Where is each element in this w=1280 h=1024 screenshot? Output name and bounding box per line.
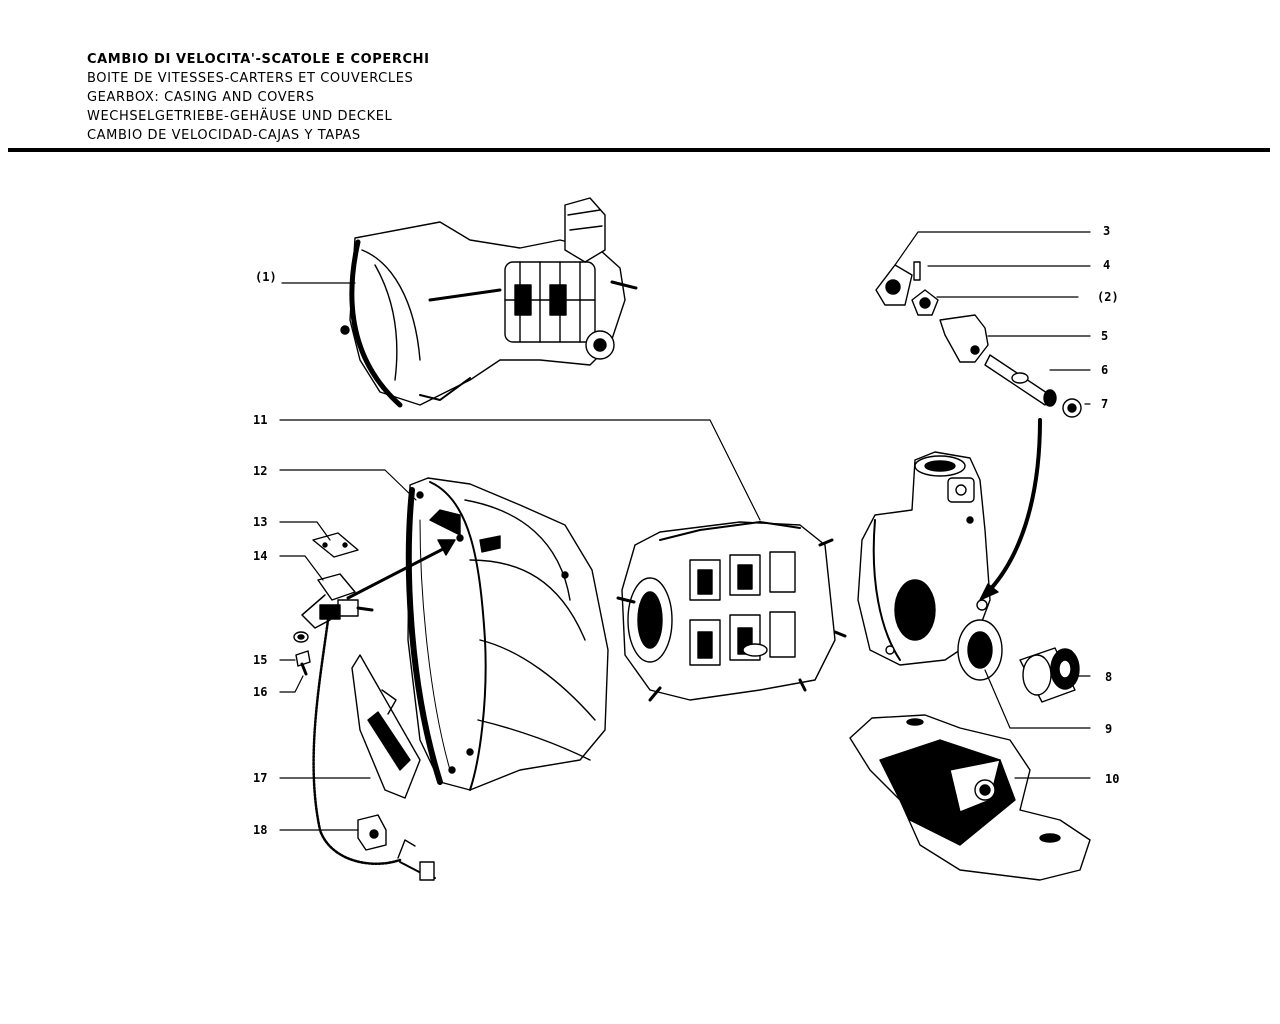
washer-and-bolt — [293, 631, 311, 676]
title-english: GEARBOX: CASING AND COVERS — [87, 90, 315, 105]
assembled-gearbox — [340, 197, 638, 408]
callout-3: 3 — [1103, 224, 1111, 238]
leader-lines — [279, 231, 1091, 831]
bracket-17 — [351, 654, 421, 799]
callout-1: (1) — [255, 270, 277, 284]
callout-10: 10 — [1105, 772, 1120, 786]
callout-8: 8 — [1105, 670, 1113, 684]
title-german: WECHSELGETRIEBE-GEHÄUSE UND DECKEL — [87, 109, 393, 124]
callout-5: 5 — [1101, 329, 1109, 343]
switch-and-cable — [301, 573, 436, 881]
callout-17: 17 — [253, 771, 268, 785]
title-block: CAMBIO DI VELOCITA'-SCATOLE E COPERCHI B… — [87, 50, 430, 145]
header-rule — [8, 148, 1270, 152]
callout-15: 15 — [253, 653, 268, 667]
callout-4: 4 — [1103, 258, 1111, 272]
bell-housing — [405, 477, 609, 791]
bush — [1019, 647, 1080, 703]
callout-14: 14 — [253, 549, 268, 563]
callout-11: 11 — [253, 413, 268, 427]
callout-18: 18 — [253, 823, 268, 837]
callout-6: 6 — [1101, 363, 1109, 377]
title-spanish: CAMBIO DE VELOCIDAD-CAJAS Y TAPAS — [87, 128, 361, 143]
plate-13 — [312, 532, 359, 558]
clamp-18 — [357, 814, 387, 851]
callout-16: 16 — [253, 685, 268, 699]
mount-bracket — [849, 714, 1091, 881]
title-french: BOITE DE VITESSES-CARTERS ET COUVERCLES — [87, 71, 414, 86]
selector-parts — [875, 261, 1082, 418]
rear-cover — [857, 451, 1003, 681]
gearbox-casing — [616, 521, 847, 702]
callout-9: 9 — [1105, 722, 1113, 736]
callout-2: (2) — [1097, 290, 1119, 304]
callout-13: 13 — [253, 515, 268, 529]
title-italian: CAMBIO DI VELOCITA'-SCATOLE E COPERCHI — [87, 52, 430, 67]
callout-7: 7 — [1101, 397, 1109, 411]
callout-12: 12 — [253, 464, 268, 478]
